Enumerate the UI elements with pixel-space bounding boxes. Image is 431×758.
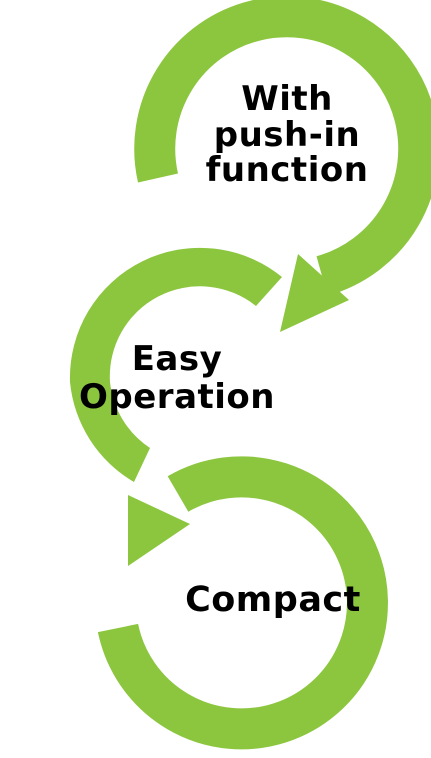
step-label-line: Easy bbox=[131, 339, 223, 379]
step-label-line: Operation bbox=[79, 377, 275, 418]
step-label-push-in: With push-in function bbox=[197, 79, 377, 191]
arrowhead-mid bbox=[128, 495, 190, 566]
arc-top-band bbox=[134, 0, 431, 296]
arc-bot bbox=[97, 456, 388, 750]
step-label-line: function bbox=[205, 150, 369, 191]
step-label-compact: Compact bbox=[168, 580, 378, 620]
arc-bot-band bbox=[97, 456, 388, 750]
arc-top bbox=[134, 0, 431, 332]
step-label-line: Compact bbox=[185, 580, 361, 620]
arc-mid bbox=[69, 247, 282, 566]
step-label-line: push-in bbox=[213, 114, 361, 155]
arc-mid-band bbox=[69, 247, 282, 482]
step-label-easy-operation: Easy Operation bbox=[62, 340, 292, 416]
arrowhead-top bbox=[280, 254, 349, 332]
step-label-line: With bbox=[241, 79, 333, 119]
